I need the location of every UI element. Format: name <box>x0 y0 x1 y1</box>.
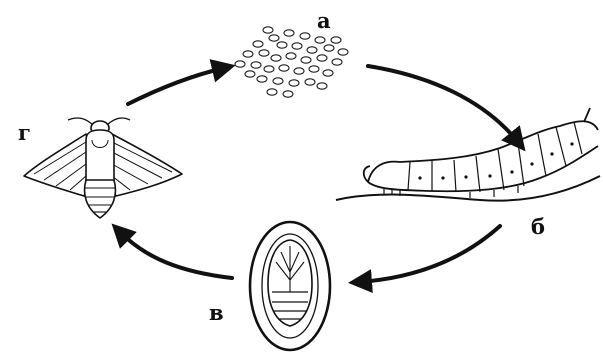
arrow-eggs-to-caterpillar <box>368 66 518 142</box>
label-moth: г <box>18 120 31 145</box>
arrow-moth-to-eggs <box>128 68 224 104</box>
arrow-cocoon-to-moth <box>120 232 232 278</box>
arrow-caterpillar-to-cocoon <box>360 226 500 282</box>
cocoon-illustration <box>250 222 330 350</box>
moth-illustration <box>24 118 182 218</box>
caterpillar-illustration <box>336 108 600 201</box>
label-caterpillar: б <box>531 214 545 239</box>
eggs-cluster <box>235 27 348 97</box>
label-eggs: а <box>317 8 331 33</box>
label-cocoon: в <box>209 300 224 325</box>
